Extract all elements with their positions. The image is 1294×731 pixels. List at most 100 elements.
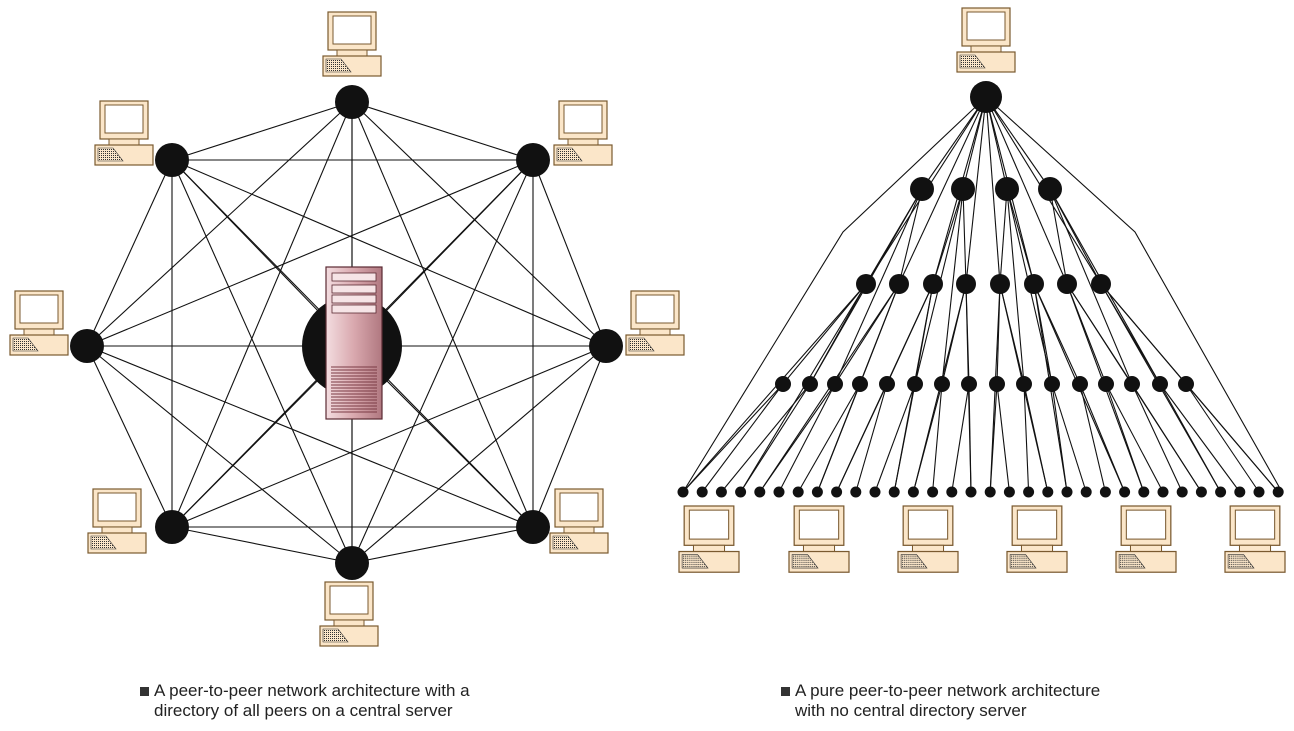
peer-node <box>1072 376 1088 392</box>
peer-link <box>86 345 534 528</box>
caption-pure: A pure peer-to-peer network architecture… <box>781 681 1201 721</box>
tree-link <box>985 96 1001 285</box>
peer-link <box>351 101 534 528</box>
peer-node <box>1061 486 1073 498</box>
peer-link <box>351 159 534 564</box>
peer-node <box>1038 177 1062 201</box>
tree-link <box>985 96 1068 285</box>
peer-node <box>1057 274 1077 294</box>
peer-node <box>995 177 1019 201</box>
peer-link <box>86 159 534 347</box>
peer-node <box>1091 274 1111 294</box>
peer-node <box>516 510 550 544</box>
computer-icon <box>678 505 740 573</box>
peer-node <box>589 329 623 363</box>
peer-node <box>696 486 708 498</box>
peer-node <box>1138 486 1150 498</box>
peer-node <box>989 376 1005 392</box>
caption-centralized: A peer-to-peer network architecture with… <box>140 681 560 721</box>
peer-node <box>879 376 895 392</box>
peer-node <box>1124 376 1140 392</box>
tree-link <box>1079 383 1126 493</box>
peer-node <box>1023 486 1035 498</box>
tree-link <box>740 383 811 493</box>
peer-node <box>869 486 881 498</box>
peer-node <box>1272 486 1284 498</box>
tree-link <box>912 383 943 493</box>
tree-link <box>1006 188 1025 385</box>
peer-node <box>946 486 958 498</box>
root-node <box>970 81 1002 113</box>
tree-link <box>921 96 987 190</box>
tree-link <box>1023 383 1049 493</box>
tree-link <box>1131 383 1202 493</box>
peer-node <box>1044 376 1060 392</box>
peer-link <box>532 159 607 347</box>
caption-pure-text: A pure peer-to-peer network architecture… <box>795 681 1101 720</box>
computer-icon <box>94 100 154 166</box>
centralized-p2p-diagram <box>9 11 685 647</box>
tree-link <box>898 96 987 285</box>
peer-link <box>532 345 607 528</box>
tree-link <box>836 383 888 493</box>
tree-link <box>965 96 987 285</box>
peer-node <box>907 486 919 498</box>
peer-node <box>155 143 189 177</box>
peer-link <box>171 159 607 347</box>
peer-node <box>1099 486 1111 498</box>
tree-link <box>985 96 1051 190</box>
peer-node <box>677 486 689 498</box>
computer-icon <box>897 505 959 573</box>
peer-node <box>1080 486 1092 498</box>
peer-node <box>888 486 900 498</box>
computer-icon <box>9 290 69 356</box>
peer-node <box>516 143 550 177</box>
tree-link <box>989 383 998 493</box>
computer-icon <box>319 581 379 647</box>
peer-link <box>171 159 353 564</box>
peer-node <box>1119 486 1131 498</box>
pure-p2p-diagram <box>677 7 1286 573</box>
peer-node <box>831 486 843 498</box>
tree-link <box>701 383 784 493</box>
tree-link <box>759 383 836 493</box>
peer-link <box>351 101 607 347</box>
tree-link <box>782 283 867 385</box>
peer-node <box>802 376 818 392</box>
peer-node <box>951 177 975 201</box>
tree-link <box>1131 383 1183 493</box>
peer-node <box>773 486 785 498</box>
peer-node <box>1152 376 1168 392</box>
tree-link <box>1023 383 1030 493</box>
peer-node <box>1098 376 1114 392</box>
tree-link <box>1159 383 1222 493</box>
peer-link <box>351 101 534 161</box>
computer-icon <box>549 488 609 554</box>
computer-icon <box>553 100 613 166</box>
tree-link <box>1079 383 1106 493</box>
peer-node <box>852 376 868 392</box>
tree-link <box>941 188 964 385</box>
peer-node <box>811 486 823 498</box>
computer-icon <box>87 488 147 554</box>
tree-link <box>1105 383 1145 493</box>
peer-node <box>961 376 977 392</box>
peer-node <box>775 376 791 392</box>
tree-link <box>874 383 916 493</box>
peer-node <box>984 486 996 498</box>
peer-node <box>1016 376 1032 392</box>
tree-link <box>1185 383 1260 493</box>
peer-node <box>990 274 1010 294</box>
tree-link <box>682 96 987 493</box>
peer-link <box>86 159 173 347</box>
tree-link <box>985 96 1283 493</box>
computer-icon <box>625 290 685 356</box>
tree-link <box>797 383 861 493</box>
peer-node <box>923 274 943 294</box>
peer-link <box>171 345 607 528</box>
tree-link <box>1185 383 1279 493</box>
peer-node <box>754 486 766 498</box>
peer-node <box>715 486 727 498</box>
tree-link <box>1159 383 1241 493</box>
